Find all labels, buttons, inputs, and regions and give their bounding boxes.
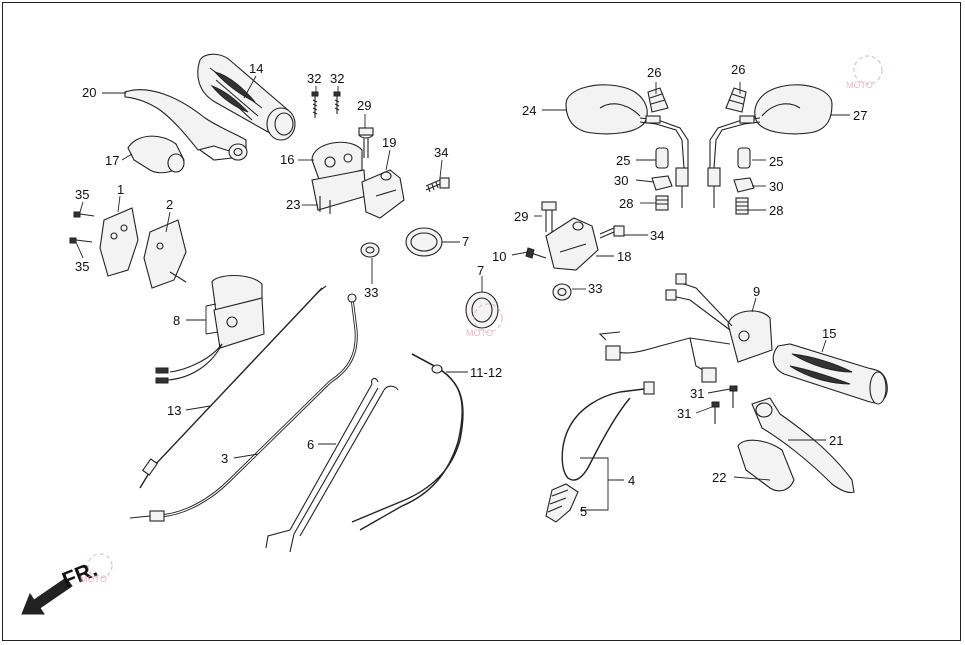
label-22: 22	[712, 470, 726, 485]
label-15: 15	[822, 326, 836, 341]
switch-housing-16-23	[311, 141, 367, 214]
label-18: 18	[617, 249, 631, 264]
screws-32	[311, 91, 341, 118]
brake-lever-21	[751, 397, 855, 494]
label-8: 8	[173, 313, 180, 328]
label-31-b: 31	[677, 406, 691, 421]
screws-31	[711, 385, 738, 424]
lever-cover-17	[127, 135, 185, 174]
label-7-a: 7	[462, 234, 469, 249]
wire-harness-6	[265, 377, 399, 553]
label-34-b: 34	[650, 228, 664, 243]
label-3: 3	[221, 451, 228, 466]
watermark-text-center: MOTO	[466, 328, 493, 338]
label-20: 20	[82, 85, 96, 100]
label-31-a: 31	[690, 386, 704, 401]
label-35-b: 35	[75, 259, 89, 274]
cable-11-12	[351, 353, 464, 531]
label-26-b: 26	[731, 62, 745, 77]
label-32-b: 32	[330, 71, 344, 86]
label-19: 19	[382, 135, 396, 150]
label-30-b: 30	[769, 179, 783, 194]
nut-33-left	[360, 242, 380, 258]
label-10: 10	[492, 249, 506, 264]
label-5: 5	[580, 504, 587, 519]
label-17: 17	[105, 153, 119, 168]
label-23: 23	[286, 197, 300, 212]
label-11-12: 11-12	[470, 365, 502, 380]
bolts-35	[69, 211, 95, 244]
pin-10	[525, 247, 547, 259]
mirror-hardware-right	[733, 147, 755, 215]
right-grip-15	[772, 343, 888, 405]
left-grip-14	[197, 53, 296, 141]
front-direction-marker: FR.	[21, 556, 101, 615]
clamp-7-upper	[405, 227, 443, 257]
label-29-a: 29	[357, 98, 371, 113]
cable-13	[139, 285, 327, 489]
mirror-stems	[675, 167, 721, 208]
label-6: 6	[307, 437, 314, 452]
clamp-7-lower	[465, 291, 499, 329]
bolt-34-right	[599, 225, 625, 239]
switch-bracket-1	[99, 207, 139, 277]
cable-4-5	[545, 381, 655, 523]
label-26-a: 26	[647, 65, 661, 80]
lever-bracket-19	[361, 169, 405, 219]
label-1: 1	[117, 182, 124, 197]
watermark-text-bottom-left: MOTO	[80, 574, 107, 584]
mirror-left-24	[565, 84, 689, 169]
label-7-b: 7	[477, 263, 484, 278]
label-25-b: 25	[769, 154, 783, 169]
cable-3-throttle	[129, 293, 358, 522]
mirror-right-27	[709, 84, 833, 169]
switch-bracket-2	[143, 219, 187, 289]
switch-assembly-8	[155, 274, 265, 384]
label-2: 2	[166, 197, 173, 212]
label-34-a: 34	[434, 145, 448, 160]
label-28-b: 28	[769, 203, 783, 218]
mirror-hardware-left	[651, 147, 673, 211]
boot-26-left	[647, 87, 669, 113]
bolt-29-left	[358, 127, 374, 158]
label-21: 21	[829, 433, 843, 448]
label-25-a: 25	[616, 153, 630, 168]
label-27: 27	[853, 108, 867, 123]
label-13: 13	[167, 403, 181, 418]
label-14: 14	[249, 61, 263, 76]
label-9: 9	[753, 284, 760, 299]
leader-lines	[75, 75, 850, 511]
label-30-a: 30	[614, 173, 628, 188]
lever-bracket-18	[545, 217, 599, 271]
label-28-a: 28	[619, 196, 633, 211]
watermark-logos: MOTO MOTO MOTO	[80, 55, 883, 584]
switch-9	[598, 273, 773, 383]
label-35-a: 35	[75, 187, 89, 202]
label-4: 4	[628, 473, 635, 488]
label-24: 24	[522, 103, 536, 118]
part-labels: 20 14 32 32 29 19 16 17 34 23 35 1 2 35 …	[75, 61, 867, 519]
clutch-lever-20	[124, 89, 248, 161]
label-16: 16	[280, 152, 294, 167]
nut-33-right	[552, 283, 572, 301]
label-29-b: 29	[514, 209, 528, 224]
boot-26-right	[725, 87, 747, 113]
lever-cover-22	[737, 439, 795, 492]
watermark-text-top-right: MOTO	[846, 80, 873, 90]
bolt-29-right	[541, 201, 557, 232]
label-32-a: 32	[307, 71, 321, 86]
label-33-a: 33	[364, 285, 378, 300]
label-33-b: 33	[588, 281, 602, 296]
bolt-34-left	[425, 177, 450, 193]
